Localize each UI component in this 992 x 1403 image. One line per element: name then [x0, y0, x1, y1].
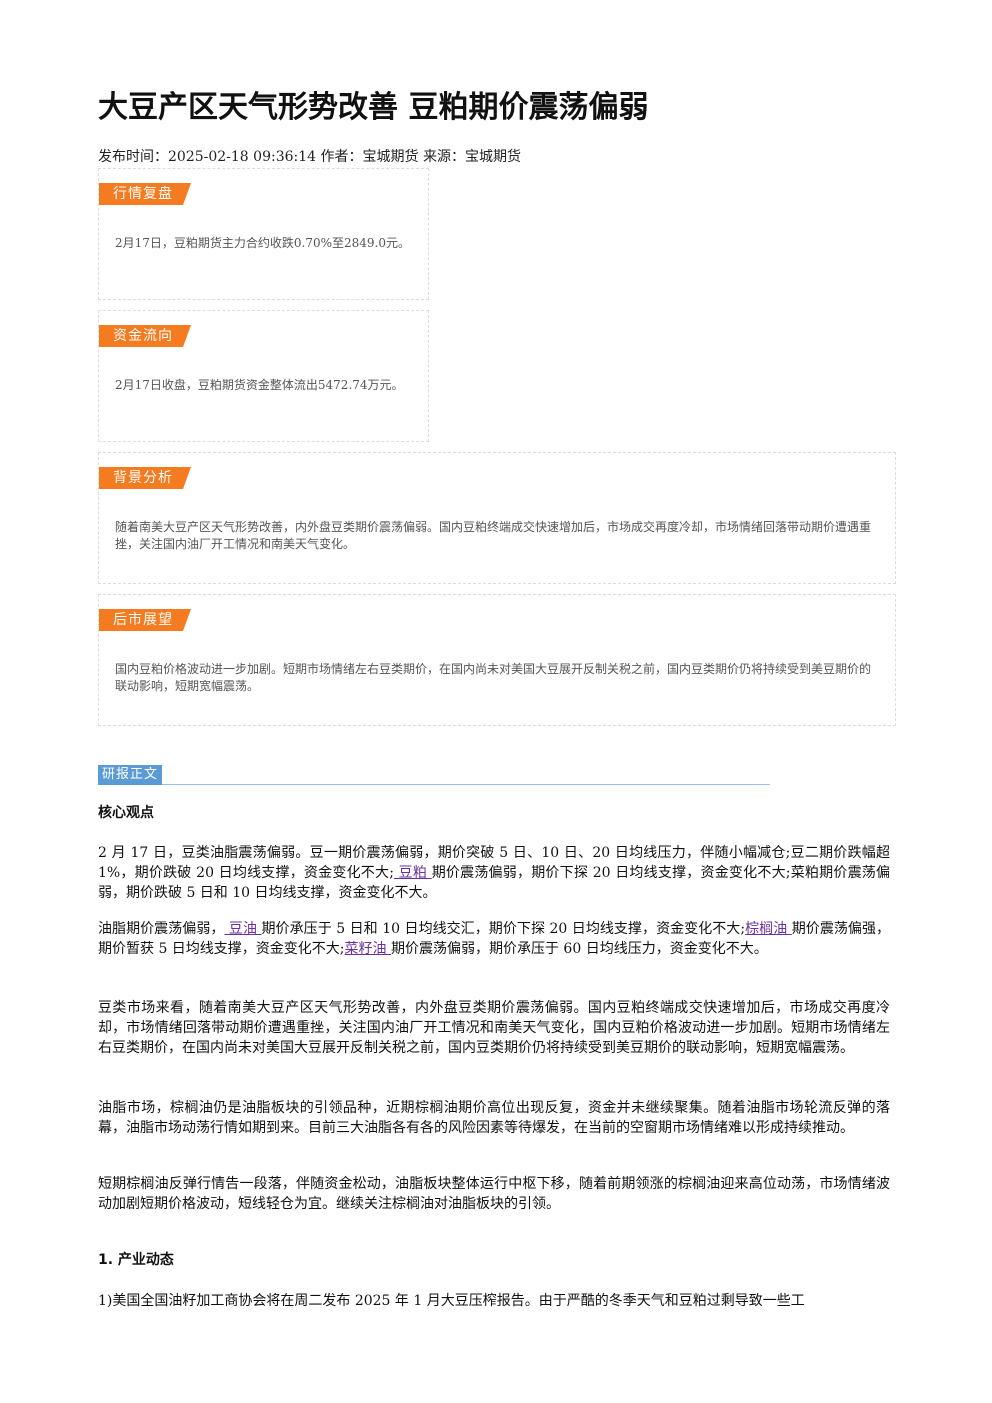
- paragraph-1-text-a: 2 月 17 日，豆类油脂震荡偏弱。豆一期价震荡偏弱，期价突破 5 日、10 日…: [98, 845, 890, 881]
- paragraph-2: 油脂期价震荡偏弱， 豆油 期价承压于 5 日和 10 日均线交汇，期价下探 20…: [98, 919, 890, 959]
- paragraph-4: 油脂市场，棕榈油仍是油脂板块的引领品种，近期棕榈油期价高位出现反复，资金并未继续…: [98, 1100, 890, 1136]
- outlook-text: 国内豆粕价格波动进一步加剧。短期市场情绪左右豆类期价，在国内尚未对美国大豆展开反…: [115, 662, 872, 693]
- report-section-tag: 研报正文: [98, 765, 163, 785]
- soybean-oil-link[interactable]: 豆油: [224, 921, 262, 937]
- paragraph-2-text-a: 油脂期价震荡偏弱，: [98, 921, 225, 937]
- soymeal-link[interactable]: 豆粕: [393, 865, 432, 881]
- outlook-card: 后市展望 国内豆粕价格波动进一步加剧。短期市场情绪左右豆类期价，在国内尚未对美国…: [98, 594, 896, 726]
- article-meta: 发布时间：2025-02-18 09:36:14 作者：宝城期货 来源：宝城期货: [98, 149, 521, 165]
- paragraph-6: 1)美国全国油籽加工商协会将在周二发布 2025 年 1 月大豆压榨报告。由于严…: [98, 1293, 805, 1309]
- fund-flow-text: 2月17日收盘，豆粕期货资金整体流出5472.74万元。: [115, 378, 404, 392]
- fund-flow-card: 资金流向 2月17日收盘，豆粕期货资金整体流出5472.74万元。: [98, 310, 429, 442]
- rapeseed-oil-link[interactable]: 菜籽油: [344, 941, 391, 957]
- paragraph-1-text-b: 期价震荡偏弱，期价下探 20 日均线支撑，资金变化不大;菜粕期价震荡偏弱，期价跌…: [98, 865, 890, 901]
- outlook-tag: 后市展望: [99, 609, 191, 631]
- paragraph-3: 豆类市场来看，随着南美大豆产区天气形势改善，内外盘豆类期价震荡偏弱。国内豆粕终端…: [98, 1000, 890, 1056]
- background-analysis-card: 背景分析 随着南美大豆产区天气形势改善，内外盘豆类期价震荡偏弱。国内豆粕终端成交…: [98, 452, 896, 584]
- paragraph-2-text-b: 期价承压于 5 日和 10 日均线交汇，期价下探 20 日均线支撑，资金变化不大…: [261, 921, 746, 937]
- market-review-card: 行情复盘 2月17日，豆粕期货主力合约收跌0.70%至2849.0元。: [98, 168, 429, 300]
- market-review-tag: 行情复盘: [99, 183, 191, 205]
- fund-flow-tag: 资金流向: [99, 325, 191, 347]
- paragraph-2-text-d: 期价震荡偏弱，期价承压于 60 日均线压力，资金变化不大。: [390, 941, 768, 957]
- industry-news-heading: 1. 产业动态: [98, 1252, 174, 1268]
- palm-oil-link[interactable]: 棕榈油: [745, 921, 792, 937]
- market-review-text: 2月17日，豆粕期货主力合约收跌0.70%至2849.0元。: [115, 236, 411, 250]
- background-analysis-text: 随着南美大豆产区天气形势改善，内外盘豆类期价震荡偏弱。国内豆粕终端成交快速增加后…: [115, 520, 872, 551]
- core-view-heading: 核心观点: [98, 805, 154, 821]
- report-section-header: 研报正文: [98, 765, 770, 785]
- section-divider: [98, 784, 770, 785]
- background-analysis-tag: 背景分析: [99, 467, 191, 489]
- article-title: 大豆产区天气形势改善 豆粕期价震荡偏弱: [98, 90, 649, 125]
- paragraph-5: 短期棕榈油反弹行情告一段落，伴随资金松动，油脂板块整体运行中枢下移，随着前期领涨…: [98, 1176, 890, 1212]
- paragraph-2-text-c: 期价震荡偏强，期价暂获 5 日均线支撑，资金变化不大;: [98, 921, 891, 957]
- paragraph-1: 2 月 17 日，豆类油脂震荡偏弱。豆一期价震荡偏弱，期价突破 5 日、10 日…: [98, 843, 890, 903]
